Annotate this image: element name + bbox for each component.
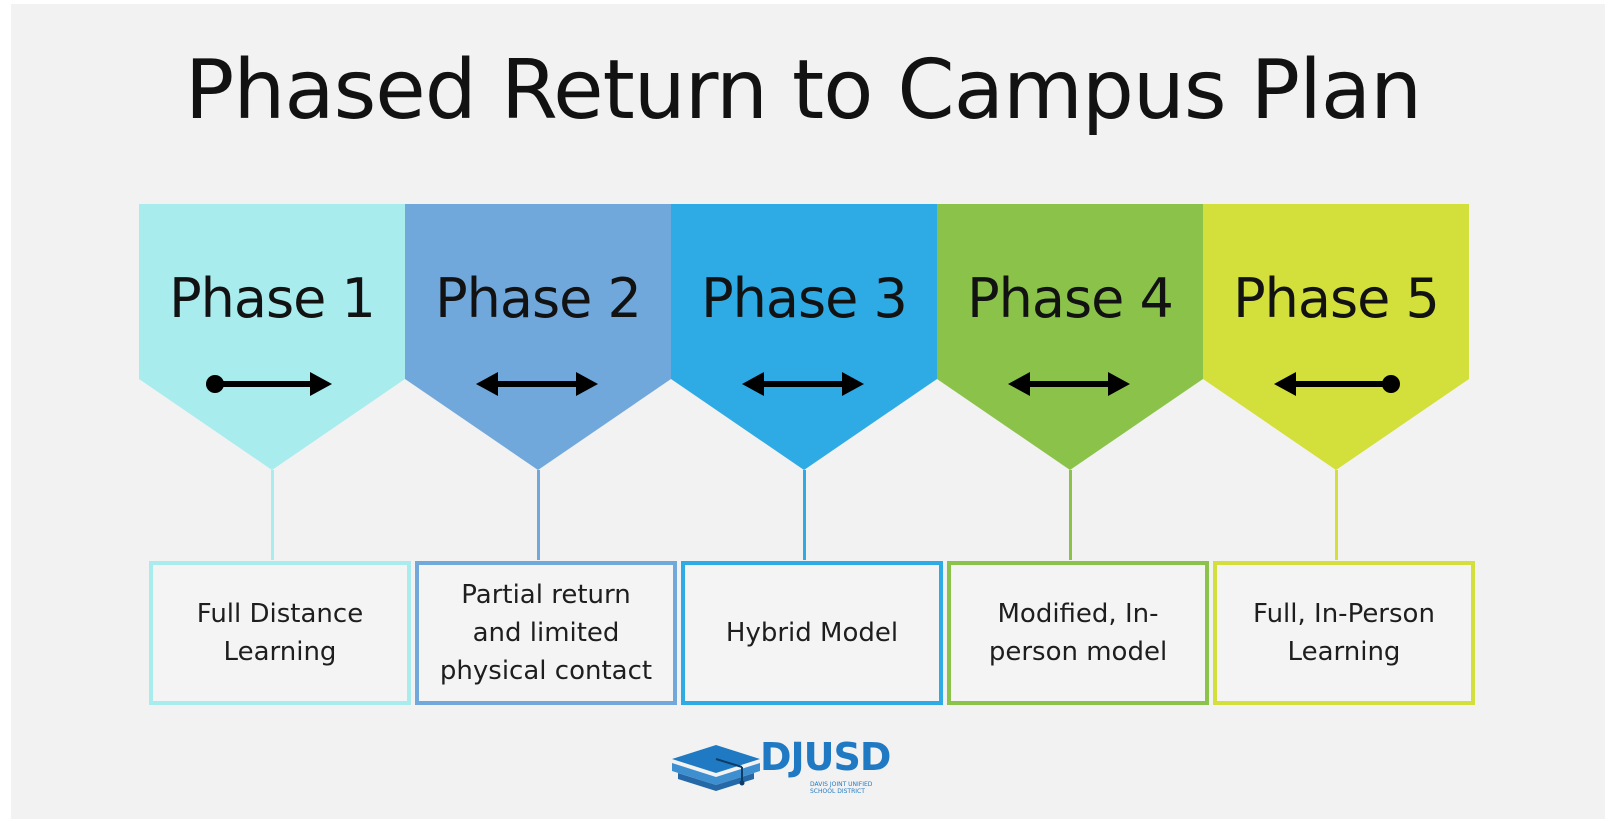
phase-1-description-box: Full Distance Learning <box>149 561 411 705</box>
phase-3-description-box: Hybrid Model <box>681 561 943 705</box>
arrow-left-icon <box>1274 372 1400 396</box>
logo-subtitle: DAVIS JOINT UNIFIED SCHOOL DISTRICT <box>810 781 873 795</box>
phase-1-description: Full Distance Learning <box>193 595 367 671</box>
phase-1-label: Phase 1 <box>169 267 376 330</box>
phase-2-label: Phase 2 <box>435 267 642 330</box>
phase-1-pentagon <box>139 204 405 470</box>
page-title: Phased Return to Campus Plan <box>184 43 1422 138</box>
phase-4-description: Modified, In- person model <box>985 595 1171 671</box>
phase-2-pentagon <box>405 204 671 470</box>
phase-3-card: Phase 3 <box>671 204 937 470</box>
logo-name: DJUSD <box>760 735 891 779</box>
phase-2-connector <box>537 470 540 560</box>
arrow-right-icon <box>206 372 332 396</box>
phase-4-pentagon <box>937 204 1203 470</box>
phase-2-description-box: Partial return and limited physical cont… <box>415 561 677 705</box>
phase-5-description-line-1: Full, In-Person <box>1253 599 1435 629</box>
phase-3-connector <box>803 470 806 560</box>
double-arrow-icon <box>1008 372 1130 396</box>
phase-5-description-line-2: Learning <box>1287 637 1401 667</box>
phase-2-card: Phase 2 <box>405 204 671 470</box>
phase-1-description-line-1: Full Distance <box>196 599 364 629</box>
phase-1-card: Phase 1 <box>139 204 405 470</box>
phase-4-label: Phase 4 <box>967 267 1174 330</box>
phase-3-description-line-1: Hybrid Model <box>725 618 899 648</box>
phase-5-connector <box>1335 470 1338 560</box>
phase-4-card: Phase 4 <box>937 204 1203 470</box>
graduation-cap-book-icon <box>672 745 760 791</box>
djusd-logo: DJUSD DAVIS JOINT UNIFIED SCHOOL DISTRIC… <box>668 733 928 803</box>
phase-3-pentagon <box>671 204 937 470</box>
phase-5-description-box: Full, In-Person Learning <box>1213 561 1475 705</box>
phase-5-description: Full, In-Person Learning <box>1249 595 1439 671</box>
phase-2-description: Partial return and limited physical cont… <box>436 576 656 690</box>
phase-5-label: Phase 5 <box>1233 267 1440 330</box>
phase-1-description-line-2: Learning <box>223 637 337 667</box>
double-arrow-icon <box>742 372 864 396</box>
phase-4-connector <box>1069 470 1072 560</box>
phase-3-label: Phase 3 <box>701 267 908 330</box>
phase-1-connector <box>271 470 274 560</box>
phase-4-description-line-2: person model <box>988 637 1168 667</box>
double-arrow-icon <box>476 372 598 396</box>
phase-4-description-box: Modified, In- person model <box>947 561 1209 705</box>
phase-3-description: Hybrid Model <box>722 614 902 652</box>
phase-5-card: Phase 5 <box>1203 204 1469 470</box>
phase-2-description-line-3: physical contact <box>439 656 653 686</box>
phase-2-description-line-2: and limited <box>472 618 620 648</box>
phase-2-description-line-1: Partial return <box>461 580 631 610</box>
phase-4-description-line-1: Modified, In- <box>997 599 1159 629</box>
phase-5-pentagon <box>1203 204 1469 470</box>
